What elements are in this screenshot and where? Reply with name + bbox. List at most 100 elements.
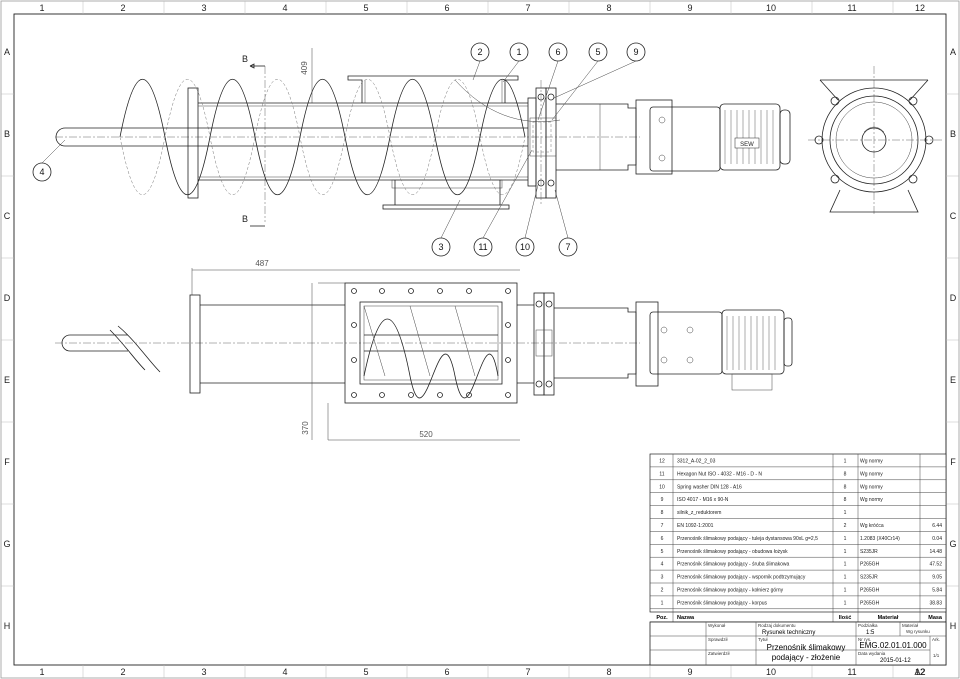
dimension-370: 370 (301, 421, 310, 435)
bom-cell-poz: 3 (661, 575, 664, 581)
dimension-487: 487 (255, 259, 269, 268)
balloon-3: 3 (438, 242, 443, 252)
col-label: 10 (766, 667, 776, 677)
col-label: 9 (687, 667, 692, 677)
bom-cell-poz: 10 (659, 484, 665, 490)
bom-cell-nazwa: ISO 4017 - M16 x 90-N (677, 497, 729, 503)
bom-cell-masa: 14.48 (929, 549, 942, 555)
bom-cell-poz: 2 (661, 587, 664, 593)
bom-header-nazwa: Nazwa (677, 615, 695, 621)
bom-cell-masa: 9.05 (932, 575, 942, 581)
col-label: 4 (282, 3, 287, 13)
col-label: 2 (120, 3, 125, 13)
row-label: E (950, 375, 956, 385)
bom-cell-masa: 47.52 (929, 562, 942, 568)
bom-cell-poz: 11 (659, 471, 664, 477)
col-label: 3 (201, 667, 206, 677)
bom-cell-ilosc: 1 (844, 575, 847, 581)
bom-header-masa: Masa (928, 615, 943, 621)
row-label: A (4, 47, 10, 57)
bom-cell-poz: 12 (659, 458, 665, 464)
bom-cell-material: Wg normy (860, 471, 883, 477)
dimension-409: 409 (300, 61, 309, 75)
row-label: B (950, 129, 956, 139)
tb-data-label: Data wydania (858, 651, 886, 656)
tb-rodzaj: Rysunek techniczny (762, 630, 815, 636)
row-label: H (4, 621, 11, 631)
tb-wykonal-label: Wykonał (708, 623, 725, 628)
col-label: 11 (847, 667, 856, 677)
bom-cell-ilosc: 1 (844, 600, 847, 606)
sheet-inner-frame (13, 13, 947, 666)
row-label: E (4, 375, 10, 385)
tb-material: Wg rysunku (906, 629, 930, 634)
bom-cell-material: S235JR (860, 575, 878, 581)
bom-cell-ilosc: 8 (844, 471, 847, 477)
tb-sprawdzil-label: Sprawdził (708, 637, 728, 642)
bom-cell-ilosc: 1 (844, 510, 847, 516)
title-block: Wykonał Rodzaj dokumentu Rysunek technic… (649, 621, 947, 677)
bom-cell-nazwa: Przenośnik ślimakowy podający - śruba śl… (677, 562, 789, 568)
bom-cell-nazwa: Przenośnik ślimakowy podający - kołnierz… (677, 587, 784, 593)
bom-cell-masa: 5.84 (932, 587, 942, 593)
bom-cell-nazwa: 3312_A-02_2_03 (677, 458, 716, 464)
bom-cell-nazwa: Przenośnik ślimakowy podający - wspornik… (677, 575, 806, 581)
tb-zatwierdzil-label: Zatwierdził (708, 651, 730, 656)
row-label: F (950, 457, 956, 467)
balloon-1: 1 (516, 47, 521, 57)
sew-label: SEW (740, 142, 754, 148)
tb-title-line2: podający - złożenie (772, 653, 841, 662)
balloon-2: 2 (477, 47, 482, 57)
row-label: C (4, 211, 11, 221)
section-label-top: B (242, 54, 248, 64)
bom-cell-nazwa: Hexagon Nut ISO - 4032 - M16 - D - N (677, 471, 762, 477)
bom-header-ilosc: Ilość (839, 615, 852, 621)
bom-cell-ilosc: 1 (844, 458, 847, 464)
tb-podzialka: 1:5 (866, 630, 875, 636)
tb-podzialka-label: Podziałka (858, 623, 878, 628)
bom-cell-nazwa: EN 1092-1:2001 (677, 523, 714, 529)
bom-cell-poz: 5 (661, 549, 664, 555)
row-label: F (4, 457, 10, 467)
balloon-9: 9 (633, 47, 638, 57)
bom-cell-material: 1.2083 (X40Cr14) (860, 536, 900, 542)
bom-cell-nazwa: Przenośnik ślimakowy podający - korpus (677, 600, 768, 606)
section-label-bottom: B (242, 214, 248, 224)
col-label: 3 (201, 3, 206, 13)
bom-cell-nazwa: Przenośnik ślimakowy podający - obudowa … (677, 549, 788, 555)
row-label: G (3, 539, 10, 549)
balloon-10: 10 (520, 242, 530, 252)
col-label: 4 (282, 667, 287, 677)
bom-cell-ilosc: 8 (844, 484, 847, 490)
bom-cell-material: Wg normy (860, 497, 883, 503)
row-label: A (950, 47, 956, 57)
bom-cell-material: P265GH (860, 600, 880, 606)
col-label: 9 (687, 3, 692, 13)
row-label: C (950, 211, 957, 221)
bom-cell-masa: 0.04 (932, 536, 942, 542)
bom-cell-ilosc: 8 (844, 497, 847, 503)
tb-format: A2 (914, 667, 925, 677)
bom-cell-nazwa: Przenośnik ślimakowy podający - tuleja d… (677, 536, 818, 542)
col-label: 1 (39, 667, 44, 677)
col-label: 6 (444, 667, 449, 677)
balloon-7: 7 (565, 242, 570, 252)
row-label: B (4, 129, 10, 139)
bom-cell-material: Wg króćca (860, 523, 884, 529)
row-label: D (4, 293, 11, 303)
bom-cell-poz: 8 (661, 510, 664, 516)
zone-labels: 1 2 3 4 5 6 7 8 9 10 11 12 1 2 3 4 5 6 7… (3, 3, 956, 677)
bom-cell-nazwa: silnik_z_reduktorem (677, 510, 721, 516)
col-label: 1 (39, 3, 44, 13)
col-label: 5 (363, 667, 368, 677)
bom-cell-ilosc: 1 (844, 549, 847, 555)
bom-cell-material: P265GH (860, 562, 880, 568)
col-label: 6 (444, 3, 449, 13)
col-label: 8 (606, 3, 611, 13)
bom-cell-masa: 6.44 (932, 523, 942, 529)
bom-header-material: Materiał (878, 615, 899, 621)
bom-cell-poz: 6 (661, 536, 664, 542)
